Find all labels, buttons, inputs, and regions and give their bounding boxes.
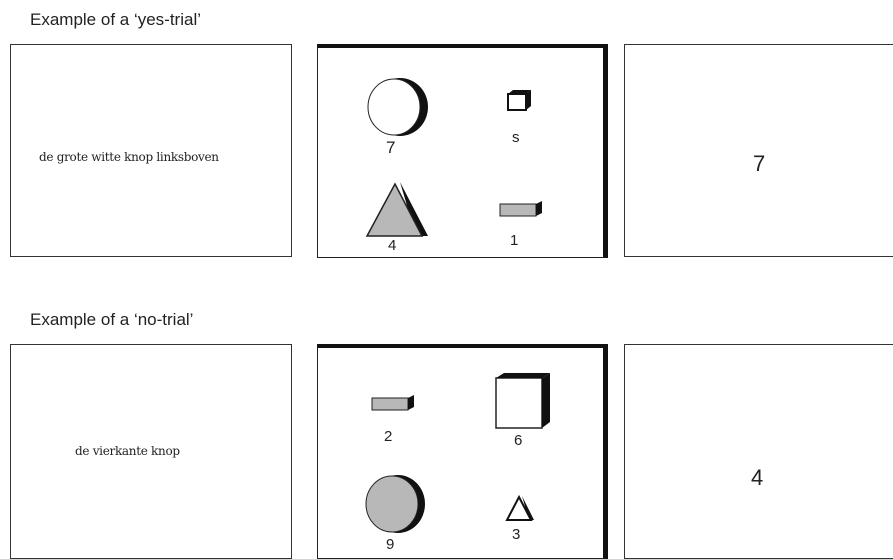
- gray-bar-shape: [370, 394, 418, 412]
- yes-label-bottom-right: 1: [510, 232, 518, 249]
- yes-trial-heading: Example of a ‘yes-trial’: [30, 10, 201, 30]
- no-label-top-left: 2: [384, 428, 392, 445]
- yes-response-digit: 7: [753, 151, 765, 177]
- no-response-digit: 4: [751, 465, 763, 491]
- yes-label-top-right: s: [512, 129, 520, 146]
- no-label-bottom-right: 3: [512, 526, 520, 543]
- yes-instruction-text: de grote witte knop linksboven: [39, 150, 219, 164]
- gray-bar-shape: [498, 200, 546, 218]
- small-white-triangle-shape: [504, 494, 536, 522]
- yes-stimulus-display: 7 s 4 1: [317, 44, 608, 258]
- gray-triangle-shape: [362, 180, 432, 240]
- yes-instruction-panel: de grote witte knop linksboven: [10, 44, 292, 257]
- no-response-panel: 4: [624, 344, 893, 559]
- no-label-bottom-left: 9: [386, 536, 394, 553]
- no-instruction-panel: de vierkante knop: [10, 344, 292, 559]
- no-trial-heading: Example of a ‘no-trial’: [30, 310, 193, 330]
- large-white-cube-shape: [492, 372, 556, 432]
- no-instruction-text: de vierkante knop: [75, 444, 180, 458]
- small-white-cube-shape: [504, 88, 534, 112]
- no-label-top-right: 6: [514, 432, 522, 449]
- no-stimulus-display: 2 6 9 3: [317, 344, 608, 559]
- white-circle-shape: [366, 76, 430, 142]
- yes-label-bottom-left: 4: [388, 237, 396, 254]
- yes-label-top-left: 7: [386, 138, 395, 158]
- gray-circle-shape: [362, 472, 428, 538]
- yes-response-panel: 7: [624, 44, 893, 257]
